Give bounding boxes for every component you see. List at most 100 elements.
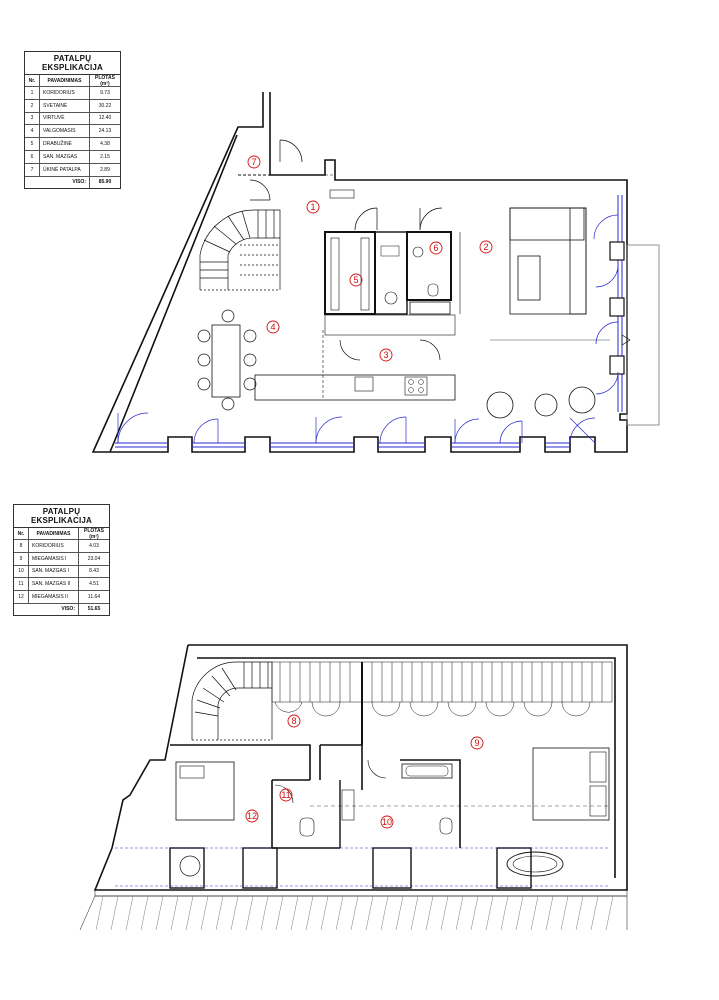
room-schedule-table-2: PATALPŲ EKSPLIKACIJA Nr. PAVADINIMAS PLO… (13, 504, 110, 616)
row-name: SVETAINĖ (40, 99, 90, 112)
bedroom-2-walls (170, 744, 362, 849)
row-name: KORIDORIUS (40, 87, 90, 99)
room-marker-11: 11 (281, 790, 290, 800)
row-area: 4.51 (89, 581, 99, 588)
header-name: PAVADINIMAS (40, 75, 90, 86)
freestanding-bathtub (506, 851, 564, 877)
row-nr: 7 (25, 163, 40, 176)
roof-eaves (79, 889, 628, 931)
room-markers-2 (245, 714, 484, 829)
table-header: Nr. PAVADINIMAS PLOTAS (m²) (25, 75, 120, 87)
table-total: VISO: 85.90 (25, 176, 120, 188)
header-area: PLOTAS (m²) (95, 74, 115, 87)
room-marker-3: 3 (383, 350, 388, 360)
row-name: MIEGAMASIS II (29, 591, 79, 603)
wardrobe-row (271, 661, 613, 717)
row-area: 9.73 (100, 89, 110, 96)
room-marker-4: 4 (270, 322, 275, 332)
row-name: DRABUŽINĖ (40, 138, 90, 150)
row-nr: 6 (25, 150, 40, 163)
room-marker-2: 2 (483, 242, 488, 252)
table-total: VISO: 51.65 (14, 603, 109, 615)
row-area: 4.03 (89, 542, 99, 549)
wc-room (406, 231, 452, 301)
row-nr: 10 (14, 565, 29, 578)
row-nr: 12 (14, 591, 29, 603)
row-nr: 4 (25, 125, 40, 138)
roof-window-lines (115, 847, 610, 887)
row-nr: 9 (14, 552, 29, 565)
room-markers-1 (247, 155, 493, 362)
staircase-2 (191, 661, 273, 741)
row-name: VALGOMASIS (40, 125, 90, 138)
room-marker-5: 5 (353, 275, 358, 285)
row-name: MIEGAMASIS I (29, 552, 79, 565)
row-nr: 11 (14, 578, 29, 591)
row-nr: 5 (25, 138, 40, 150)
row-nr: 8 (14, 540, 29, 552)
staircase-1 (199, 209, 281, 291)
row-name: SAN. MAZGAS II (29, 578, 79, 591)
bed-2 (175, 761, 235, 821)
total-label: VISO: (25, 176, 90, 188)
row-area: 2.15 (100, 153, 110, 160)
balcony (626, 244, 660, 426)
row-area: 8.43 (89, 568, 99, 575)
table-header: Nr. PAVADINIMAS PLOTAS (m²) (14, 528, 109, 540)
bed-1 (532, 747, 610, 821)
room-marker-7: 7 (251, 157, 256, 167)
total-value: 85.90 (98, 179, 112, 186)
row-name: VIRTUVĖ (40, 112, 90, 125)
row-area: 11.64 (87, 594, 101, 601)
bathroom-1-walls (361, 745, 461, 848)
room-marker-6: 6 (433, 243, 438, 253)
attic-outer-walls (93, 644, 628, 891)
header-name: PAVADINIMAS (29, 528, 79, 539)
row-nr: 3 (25, 112, 40, 125)
row-nr: 1 (25, 87, 40, 99)
row-nr: 2 (25, 99, 40, 112)
row-area: 30.22 (98, 102, 112, 109)
dining-table (211, 324, 241, 398)
row-name: KORIDORIUS (29, 540, 79, 552)
room-schedule-table-1: PATALPŲ EKSPLIKACIJA Nr. PAVADINIMAS PLO… (24, 51, 121, 189)
row-name: ŪKINĖ PATALPA (40, 163, 90, 176)
room-marker-8: 8 (291, 716, 296, 726)
row-name: SAN. MAZGAS (40, 150, 90, 163)
room-marker-10: 10 (382, 817, 392, 827)
table-title: PATALPŲ EKSPLIKACIJA (25, 52, 120, 75)
header-area: PLOTAS (m²) (84, 527, 104, 540)
row-area: 23.04 (87, 555, 101, 562)
room-marker-9: 9 (474, 738, 479, 748)
header-nr: Nr. (25, 75, 40, 86)
door-swings (117, 214, 619, 444)
row-area: 2.89 (100, 166, 110, 173)
room-marker-1: 1 (310, 202, 315, 212)
bathtub-shelf (401, 763, 453, 779)
row-area: 12.40 (98, 115, 112, 122)
row-area: 24.13 (98, 128, 112, 135)
row-area: 4.38 (100, 141, 110, 148)
room-marker-12: 12 (247, 811, 257, 821)
row-name: SAN. MAZGAS I (29, 565, 79, 578)
table-title: PATALPŲ EKSPLIKACIJA (14, 505, 109, 528)
total-label: VISO: (14, 603, 79, 615)
total-value: 51.65 (87, 606, 101, 613)
